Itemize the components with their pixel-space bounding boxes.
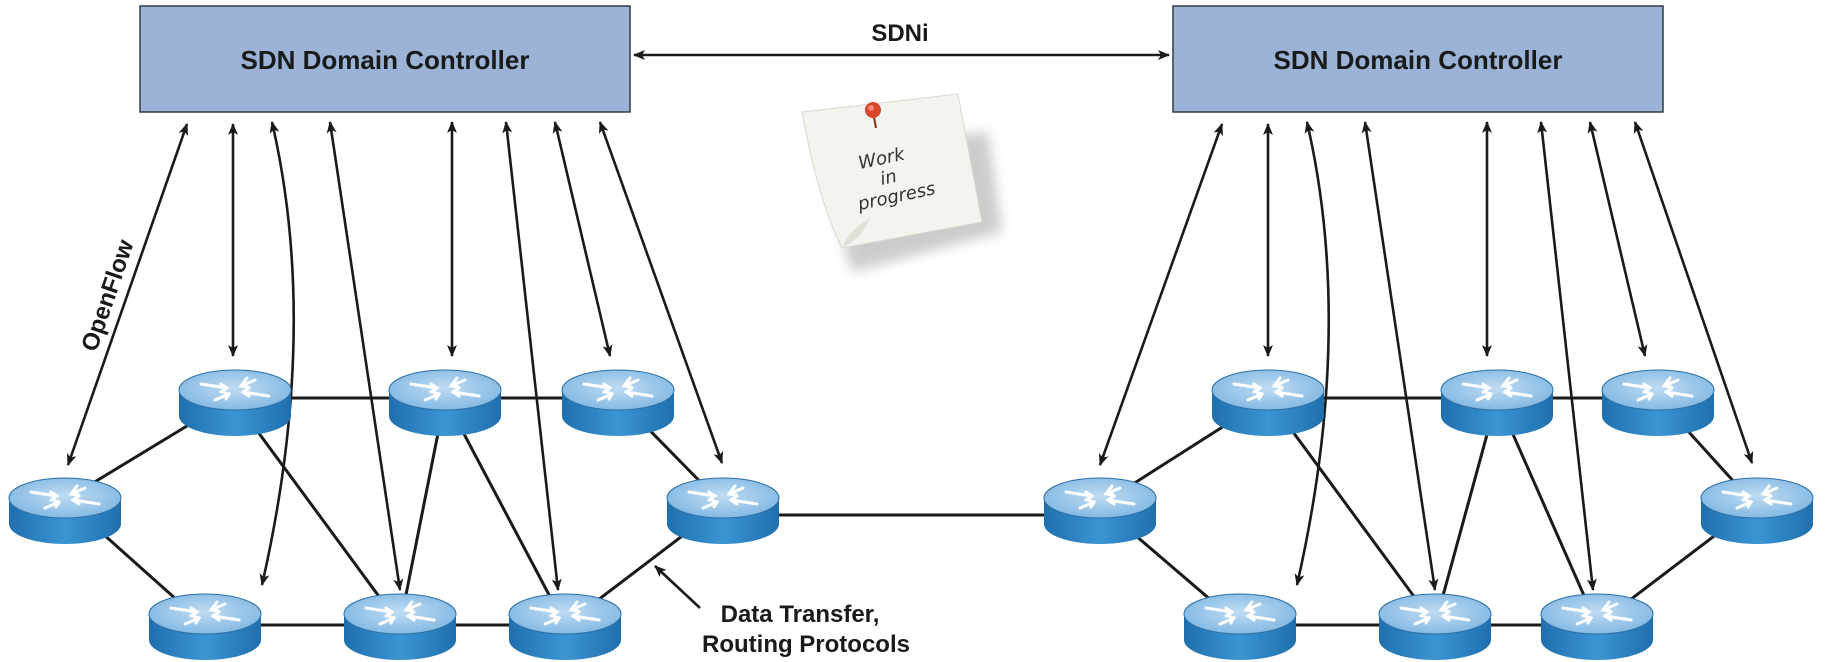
router-icon (665, 476, 781, 546)
router-icon (177, 368, 293, 438)
router-icon (342, 592, 458, 662)
router-icon (1439, 368, 1555, 438)
data-transfer-line1: Data Transfer, (721, 601, 880, 628)
router-icon (1539, 592, 1655, 662)
sticky-note-line2: in (878, 166, 898, 190)
data-transfer-pointer (654, 565, 701, 609)
router-icon (1377, 592, 1493, 662)
router-icon (1600, 368, 1716, 438)
sticky-note: Work in progress (801, 93, 1002, 272)
data-transfer-label: Data Transfer, Routing Protocols (702, 601, 910, 658)
data-transfer-line2: Routing Protocols (702, 631, 910, 658)
router-icon (1210, 368, 1326, 438)
router-icon (147, 592, 263, 662)
openflow-label: OpenFlow (76, 236, 139, 355)
left-routers (7, 368, 781, 662)
right-controller-label: SDN Domain Controller (1274, 45, 1563, 75)
left-controller-label: SDN Domain Controller (241, 45, 530, 75)
left-openflow-arrows (66, 121, 724, 591)
router-icon (7, 476, 123, 546)
right-openflow-arrows (1098, 121, 1754, 591)
left-controller: SDN Domain Controller (139, 5, 631, 113)
right-routers (1042, 368, 1815, 662)
sdni-label: SDNi (871, 20, 928, 47)
pushpin-icon (865, 102, 881, 129)
right-controller: SDN Domain Controller (1172, 5, 1664, 113)
router-icon (560, 368, 676, 438)
router-icon (1699, 476, 1815, 546)
router-icon (1042, 476, 1158, 546)
router-icon (507, 592, 623, 662)
router-icon (1182, 592, 1298, 662)
router-icon (387, 368, 503, 438)
sdni-link: SDNi (633, 20, 1170, 60)
